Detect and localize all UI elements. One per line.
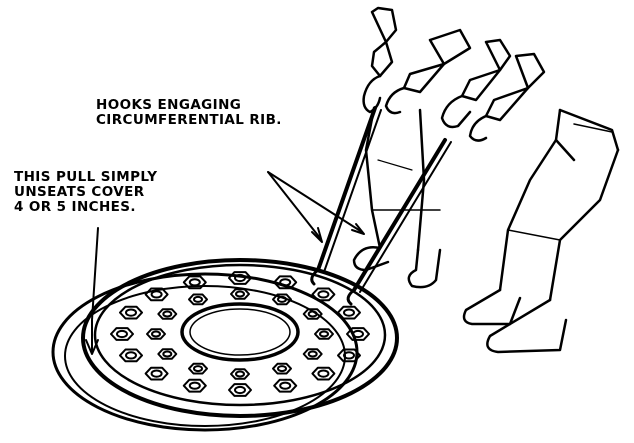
- cover-hex-boss: [120, 350, 142, 362]
- cover-hex-center: [152, 332, 160, 337]
- cover-hex-boss: [312, 368, 334, 380]
- cover-hex-center: [309, 352, 317, 357]
- cover-hex-center: [280, 383, 290, 389]
- cover-hex-boss: [184, 380, 206, 392]
- cover-hex-center: [163, 312, 171, 317]
- cover-hex-center: [126, 310, 136, 316]
- cover-hex-center: [318, 371, 328, 377]
- cover-hex-center: [190, 279, 200, 285]
- cover-hex-center: [117, 331, 127, 337]
- cover-hex-center: [152, 371, 162, 377]
- callout-pull-line3: 4 OR 5 INCHES.: [14, 200, 157, 215]
- cover-hex-boss: [338, 307, 360, 319]
- cover-hex-boss: [146, 368, 168, 380]
- cover-hex-boss: [111, 328, 133, 340]
- callout-hooks: HOOKS ENGAGING CIRCUMFERENTIAL RIB.: [96, 98, 282, 128]
- cover-hex-center: [320, 332, 328, 337]
- cover-hex-center: [190, 383, 200, 389]
- cover-hex-center: [235, 387, 245, 393]
- cover-hex-center: [236, 292, 244, 297]
- callout-hooks-line2: CIRCUMFERENTIAL RIB.: [96, 113, 282, 128]
- worker-figure-icon: [354, 8, 470, 287]
- cover-hex-center: [126, 352, 136, 358]
- cover-hex-center: [278, 366, 286, 371]
- cover-hex-center: [280, 279, 290, 285]
- cover-hex-boss: [312, 289, 334, 301]
- cover-hex-center: [344, 310, 354, 316]
- manhole-cover-icon: [83, 260, 397, 416]
- callout-hooks-line1: HOOKS ENGAGING: [96, 98, 282, 113]
- cover-hex-boss: [347, 328, 369, 340]
- cover-hex-boss: [274, 380, 296, 392]
- cover-hex-center: [194, 297, 202, 302]
- cover-hex-center: [194, 366, 202, 371]
- callout-pull: THIS PULL SIMPLY UNSEATS COVER 4 OR 5 IN…: [14, 170, 157, 215]
- cover-hex-boss: [120, 307, 142, 319]
- worker-figure-icon: [442, 40, 618, 352]
- cover-hex-boss: [229, 384, 251, 396]
- callout-pull-line2: UNSEATS COVER: [14, 185, 157, 200]
- callout-pull-line1: THIS PULL SIMPLY: [14, 170, 157, 185]
- cover-hex-center: [163, 352, 171, 357]
- cover-hex-center: [318, 291, 328, 297]
- cover-hex-center: [152, 291, 162, 297]
- cover-hex-center: [236, 372, 244, 377]
